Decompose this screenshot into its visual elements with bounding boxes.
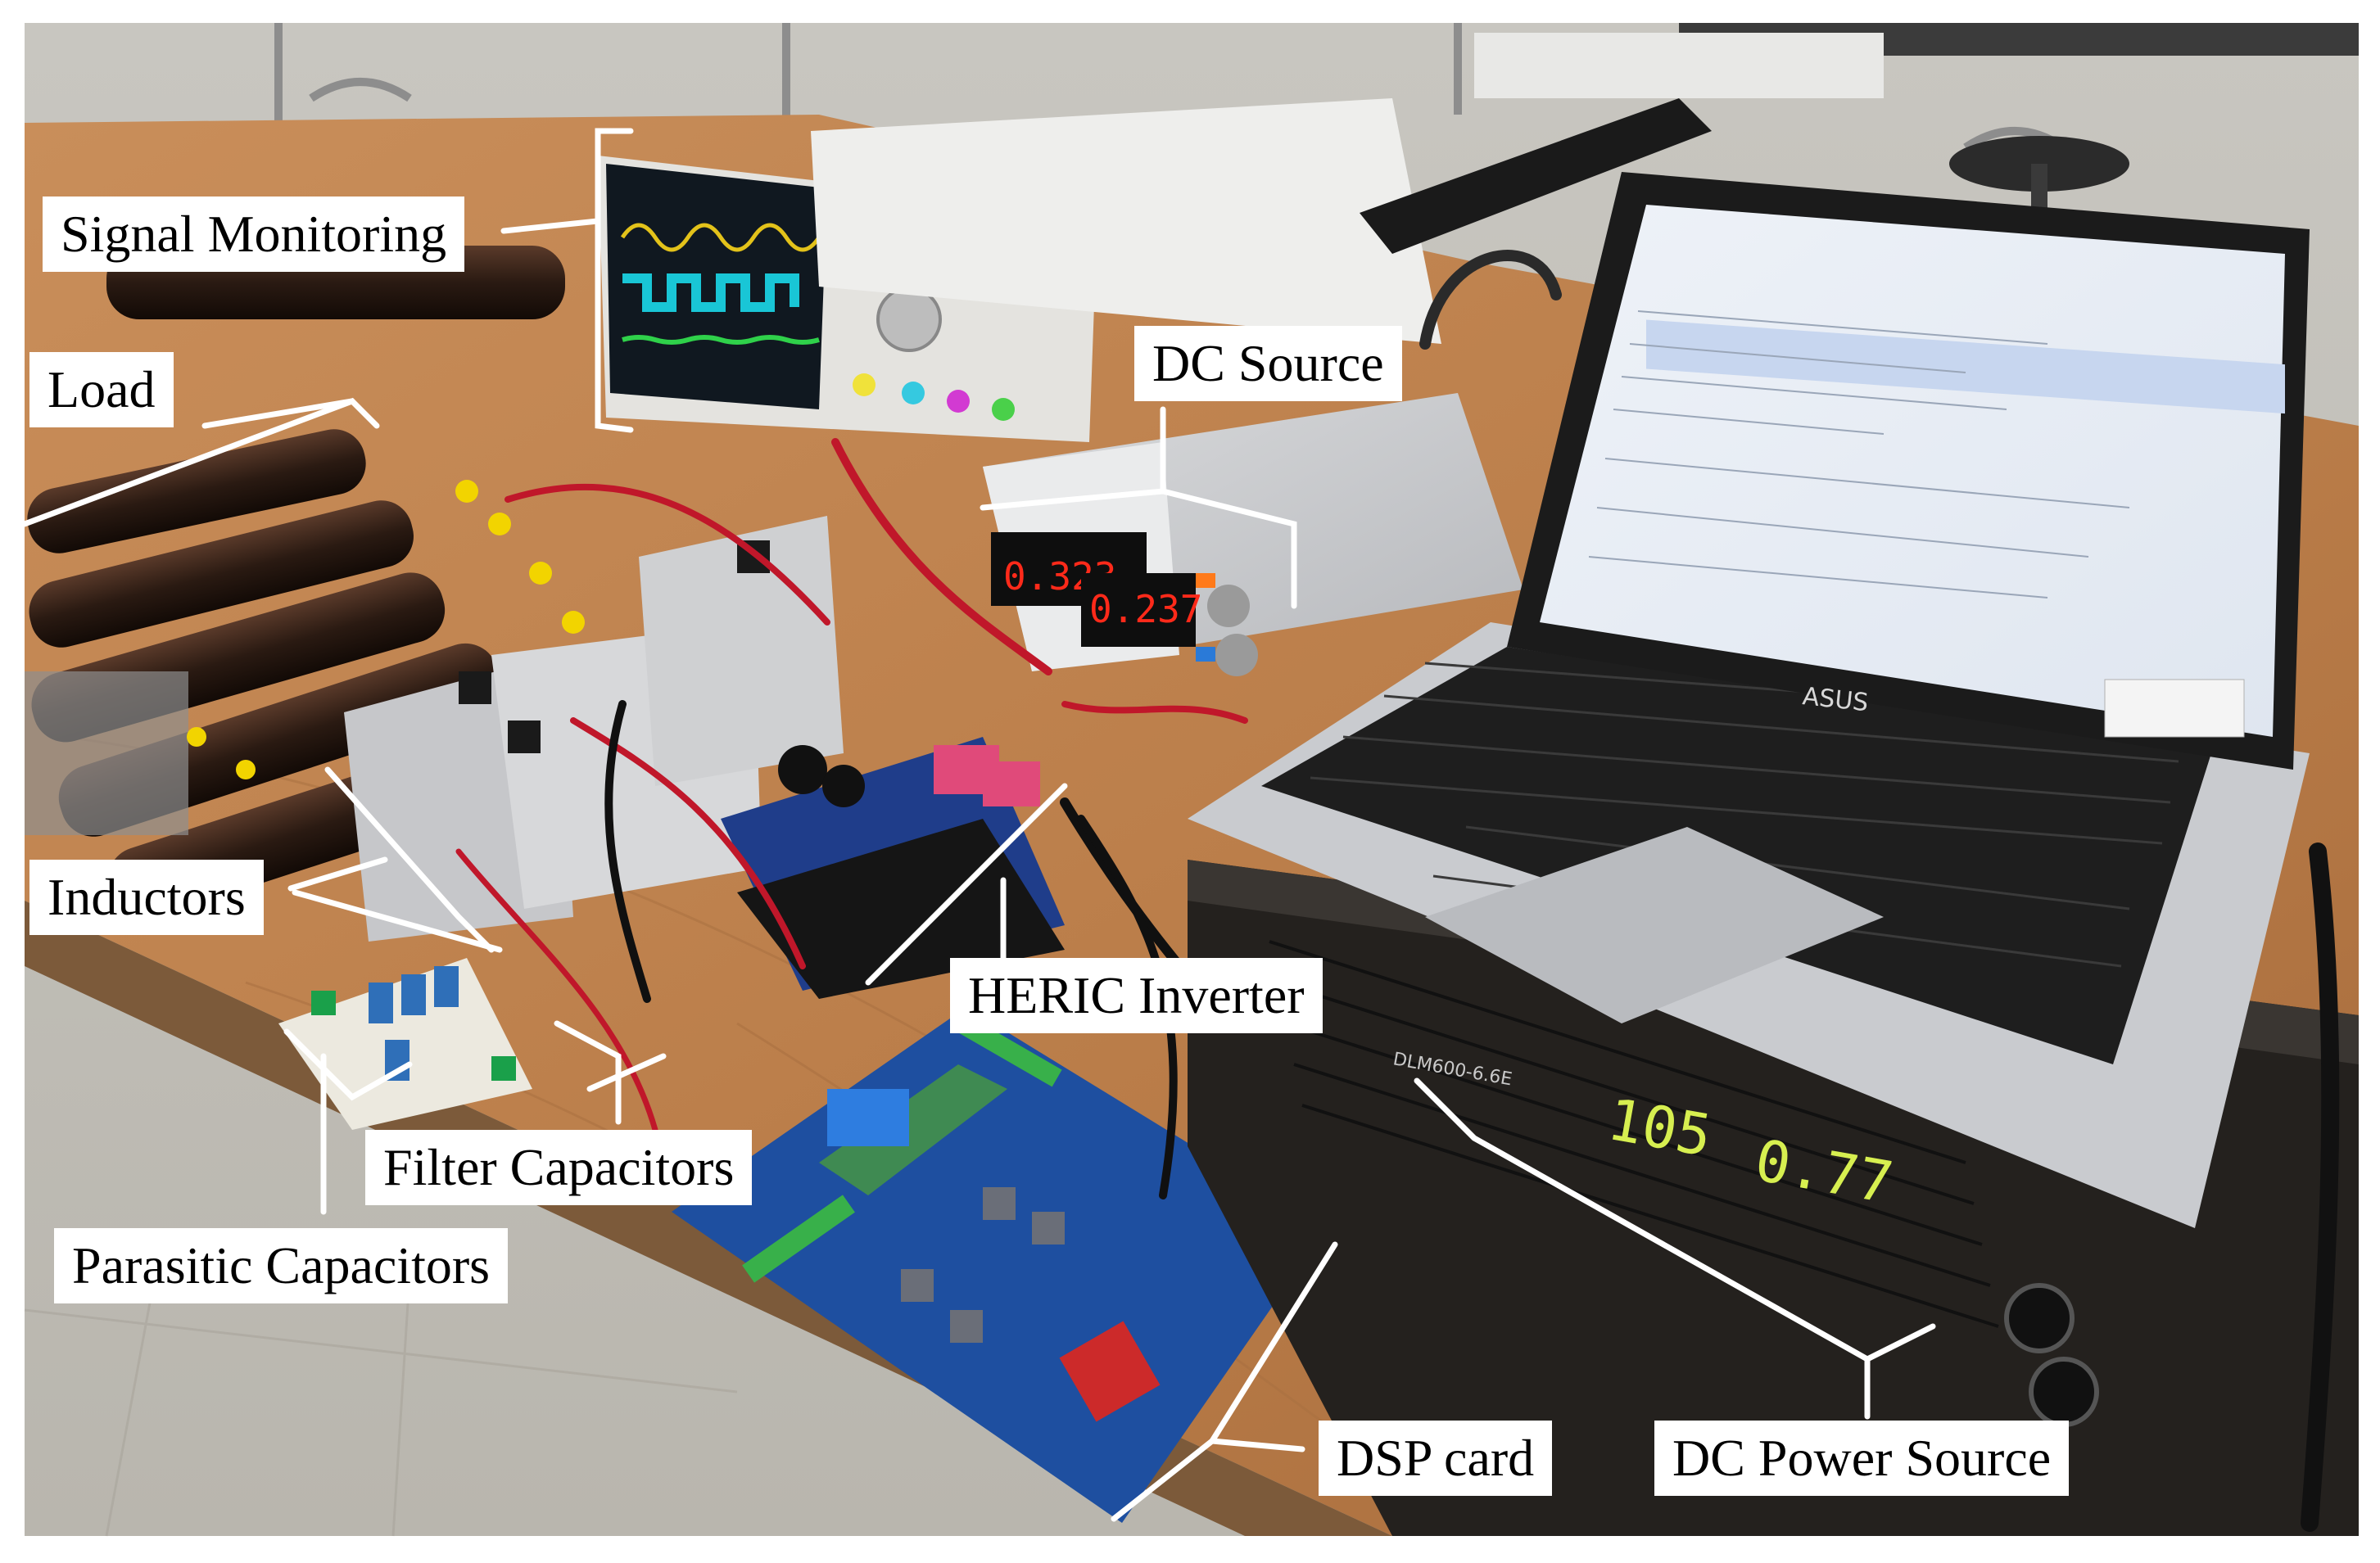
laptop: ASUS	[1188, 172, 2310, 1228]
heric-inverter-board	[721, 737, 1065, 999]
dsp-card	[672, 1007, 1327, 1523]
label-filter-capacitors: Filter Capacitors	[365, 1130, 753, 1205]
label-signal-monitoring: Signal Monitoring	[43, 197, 465, 272]
label-heric-inverter: HERIC Inverter	[950, 958, 1323, 1033]
laptop-brand-text: ASUS	[1801, 682, 1870, 717]
label-load: Load	[29, 352, 174, 427]
label-inductors: Inductors	[29, 860, 264, 935]
label-dc-power-source: DC Power Source	[1654, 1421, 2070, 1496]
photo-frame: 0.323 0.237	[21, 23, 2359, 1537]
label-dsp-card: DSP card	[1319, 1421, 1553, 1496]
callout-lines	[21, 128, 1936, 1522]
label-parasitic-capacitors: Parasitic Capacitors	[54, 1228, 509, 1303]
dc-source-readout-right: 0.237	[1089, 587, 1202, 631]
label-dc-source: DC Source	[1134, 326, 1402, 401]
dc-source-unit: 0.323 0.237	[983, 393, 1523, 676]
